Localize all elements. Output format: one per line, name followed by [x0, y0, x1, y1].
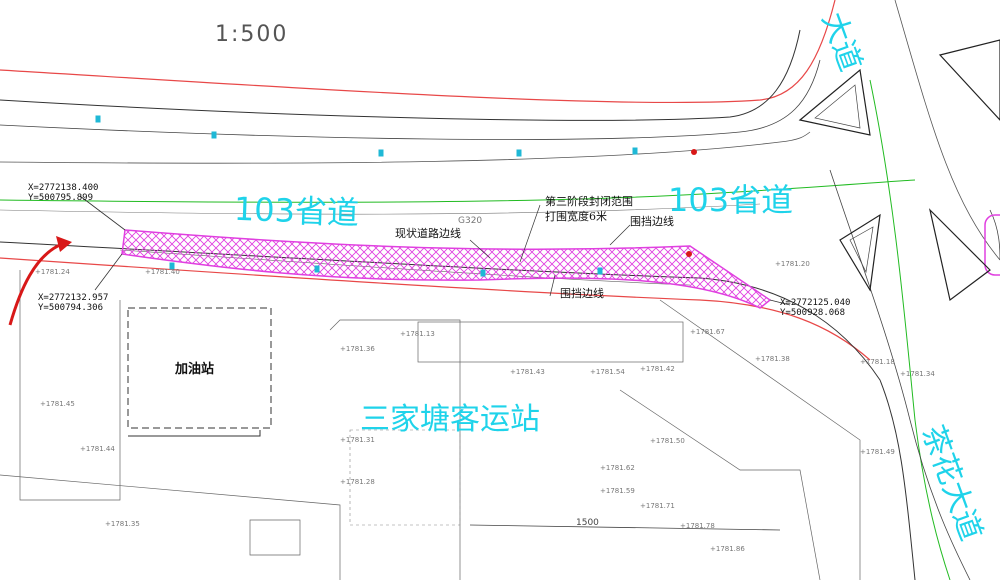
gas-station-outline	[127, 307, 272, 429]
enclosure-width-label: 打围宽度6米	[545, 210, 607, 223]
coord-bottom-left-y: Y=500794.306	[38, 303, 104, 313]
parcel-bus-station	[329, 319, 461, 580]
lamp	[169, 262, 175, 270]
coord-bottom-left-x: X=2772132.957	[38, 293, 109, 303]
lamp	[480, 269, 486, 277]
traffic-island-3	[839, 213, 881, 292]
traffic-island-1-inner	[814, 84, 861, 129]
leader-line-closure	[519, 204, 541, 263]
lamp	[211, 131, 217, 139]
lamp-markers	[95, 115, 638, 277]
elevation-point: +1781.38	[755, 355, 790, 363]
leader-line-coord-bottom	[94, 253, 123, 291]
traffic-island-3-inner	[849, 226, 874, 274]
route-code-label: G320	[458, 216, 483, 226]
elevation-point: +1781.36	[340, 345, 375, 353]
parcel-bus-lot	[349, 429, 461, 526]
road-edge-top-3	[0, 131, 811, 164]
coord-right-y: Y=500928.068	[780, 308, 846, 318]
road-edge-top-1	[0, 29, 801, 121]
traffic-island-1	[798, 68, 871, 136]
scale-mark-label: 1500	[576, 518, 599, 528]
elevation-point: +1781.34	[900, 370, 935, 378]
avenue-corner	[989, 209, 1000, 261]
elevation-point: +1781.31	[340, 436, 375, 444]
lamp	[314, 265, 320, 273]
red-marker-2	[686, 251, 692, 257]
gas-station-base	[128, 430, 261, 437]
elevation-point: +1781.43	[510, 368, 545, 376]
bus-building	[417, 321, 684, 363]
magenta-corner	[984, 214, 1000, 276]
scale-line	[469, 524, 781, 531]
avenue-edge-right	[829, 169, 971, 580]
leader-line-fence-top	[609, 224, 631, 246]
leader-line-road-edge	[469, 239, 491, 259]
elevation-point: +1781.40	[145, 268, 180, 276]
lamp	[95, 115, 101, 123]
elevation-point: +1781.20	[775, 260, 810, 268]
coord-right: X=2772125.040 Y=500928.068	[780, 298, 850, 318]
elevation-point: +1781.62	[600, 464, 635, 472]
coord-right-x: X=2772125.040	[780, 298, 851, 308]
existing-road-edge-label: 现状道路边线	[395, 227, 461, 240]
parcel-right	[619, 389, 821, 580]
elevation-point: +1781.54	[590, 368, 625, 376]
coord-bottom-left: X=2772132.957 Y=500794.306	[38, 293, 108, 313]
elevation-point: +1781.44	[80, 445, 115, 453]
green-avenue-line	[869, 79, 951, 580]
traffic-island-4	[928, 208, 991, 302]
direction-arrow-head	[56, 236, 72, 252]
leader-line-coord-right	[769, 299, 791, 306]
elevation-point: +1781.42	[640, 365, 675, 373]
green-centerline	[0, 179, 916, 203]
elevation-point: +1781.78	[680, 522, 715, 530]
elevation-point: +1781.13	[400, 330, 435, 338]
bus-station-label: 三家塘客运站	[360, 402, 540, 437]
parcel-bottom-left	[0, 474, 341, 580]
coord-top-left-x: X=2772138.400	[28, 183, 99, 193]
elevation-point: +1781.86	[710, 545, 745, 553]
coord-top-left-y: Y=500795.899	[28, 193, 94, 203]
elevation-point: +1781.67	[690, 328, 725, 336]
elevation-point: +1781.71	[640, 502, 675, 510]
elevation-point: +1781.45	[40, 400, 75, 408]
lamp	[597, 267, 603, 275]
road-edge-mid	[0, 203, 761, 215]
parcel-small	[249, 519, 301, 556]
lamp	[632, 147, 638, 155]
red-marker	[691, 149, 697, 155]
fence-line-bottom-label: 围挡边线	[560, 287, 604, 300]
road-edge-top-2	[0, 59, 821, 140]
leader-line-coord-top	[79, 195, 126, 231]
elevation-point: +1781.59	[600, 487, 635, 495]
red-boundary-bottom	[0, 257, 871, 361]
elevation-point: +1781.35	[105, 520, 140, 528]
gas-station-label: 加油站	[175, 362, 215, 377]
elevation-point: +1781.50	[650, 437, 685, 445]
scale-label: 1:500	[215, 22, 289, 47]
elevation-point: +1781.24	[35, 268, 70, 276]
lamp	[378, 149, 384, 157]
avenue-edge-far	[894, 0, 1000, 261]
elevation-point: +1781.18	[860, 358, 895, 366]
traffic-island-2	[938, 39, 1000, 121]
road-name-left: 103省道	[233, 189, 360, 233]
parcel-right-2	[659, 299, 861, 580]
leader-line-fence-bottom	[549, 274, 556, 297]
coord-top-left: X=2772138.400 Y=500795.899	[28, 183, 98, 203]
direction-arrow	[8, 242, 63, 326]
elevation-point: +1781.28	[340, 478, 375, 486]
road-name-right: 103省道	[668, 181, 794, 219]
parcel-left	[19, 270, 121, 501]
red-boundary-top	[0, 0, 836, 104]
lamp	[516, 149, 522, 157]
fence-line-top-label: 围挡边线	[630, 215, 674, 228]
elevation-point: +1781.49	[860, 448, 895, 456]
closure-zone-label: 第三阶段封闭范围	[545, 195, 633, 208]
closure-zone-hatch	[121, 229, 772, 309]
